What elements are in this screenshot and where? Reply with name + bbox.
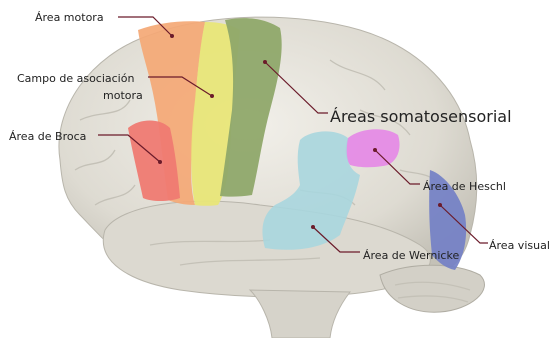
label-assoc-line1: Campo de asociación [17, 72, 134, 85]
label-visual-area: Área visual [489, 239, 550, 252]
label-assoc-line2: motora [103, 89, 143, 102]
label-heschl-area: Área de Heschl [423, 180, 506, 193]
label-broca-area: Área de Broca [9, 130, 86, 143]
label-wernicke-area: Área de Wernicke [363, 249, 459, 262]
cerebellum [380, 265, 484, 312]
brain-stem [250, 290, 350, 338]
label-motor-area: Área motora [35, 11, 104, 24]
heschl-area [346, 129, 400, 167]
label-somato-area: Áreas somatosensorial [330, 107, 512, 126]
